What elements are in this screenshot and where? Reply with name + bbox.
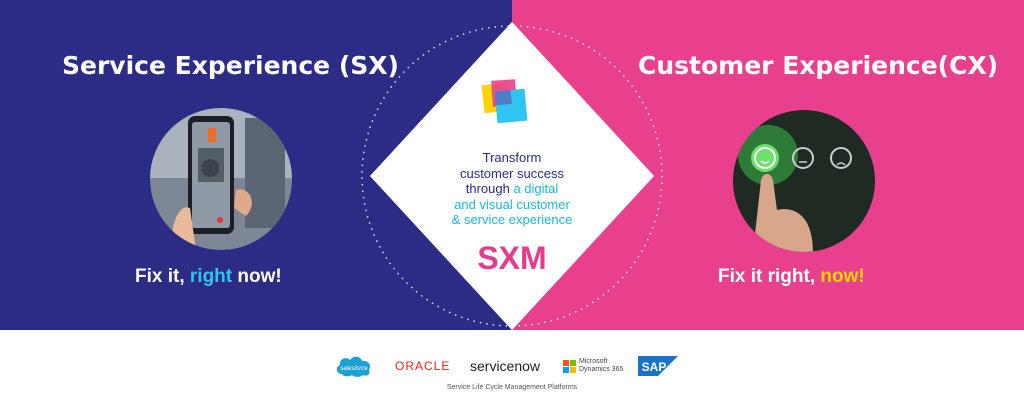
platforms-caption: Service Life Cycle Management Platforms bbox=[446, 384, 578, 391]
center-line-3a: through bbox=[465, 181, 514, 196]
servicenow-logo: servicenow bbox=[470, 358, 541, 374]
customer-feedback-photo bbox=[733, 110, 875, 252]
dotted-orbit bbox=[361, 25, 663, 327]
sxm-brand: SXM bbox=[477, 240, 547, 276]
sap-logo: SAP bbox=[638, 356, 678, 376]
cx-tagline-highlight: now! bbox=[820, 266, 865, 287]
sap-text: SAP bbox=[642, 360, 667, 374]
microsoft-line-2: Dynamics 365 bbox=[579, 366, 624, 373]
cx-title: Customer Experience(CX) bbox=[638, 51, 999, 80]
sx-tagline: Fix it, right now! bbox=[135, 266, 282, 288]
microsoft-line-1: Microsoft bbox=[579, 358, 608, 365]
partner-logos: salesforce ORACLE servicenow Microsoft D… bbox=[0, 352, 1024, 382]
center-line-2: customer success bbox=[459, 165, 565, 181]
sx-tagline-highlight: right bbox=[189, 266, 233, 287]
sx-tagline-end: now! bbox=[232, 266, 282, 287]
salesforce-text: salesforce bbox=[340, 366, 368, 372]
sx-title: Service Experience (SX) bbox=[62, 51, 399, 80]
center-line-4: and visual customer bbox=[454, 196, 570, 212]
sxm-logo-icon bbox=[481, 79, 528, 124]
microsoft-icon bbox=[563, 359, 576, 373]
sx-tagline-start: Fix it, bbox=[135, 266, 190, 287]
center-line-3b: a digital bbox=[513, 181, 559, 196]
center-line-1: Transform bbox=[482, 150, 542, 165]
service-phone-photo bbox=[150, 108, 292, 250]
salesforce-logo: salesforce bbox=[336, 356, 371, 377]
cx-tagline-start: Fix it right, bbox=[718, 266, 821, 287]
center-line-5: & service experience bbox=[451, 212, 573, 227]
microsoft-dynamics-logo: Microsoft Dynamics 365 bbox=[563, 352, 623, 380]
center-message: Transform customer success through a dig… bbox=[432, 150, 592, 228]
oracle-logo: ORACLE bbox=[395, 359, 451, 373]
hero-banner: Service Experience (SX) Customer Experie… bbox=[0, 0, 1024, 330]
center-diamond bbox=[370, 22, 654, 330]
cx-tagline: Fix it right, now! bbox=[718, 266, 865, 288]
